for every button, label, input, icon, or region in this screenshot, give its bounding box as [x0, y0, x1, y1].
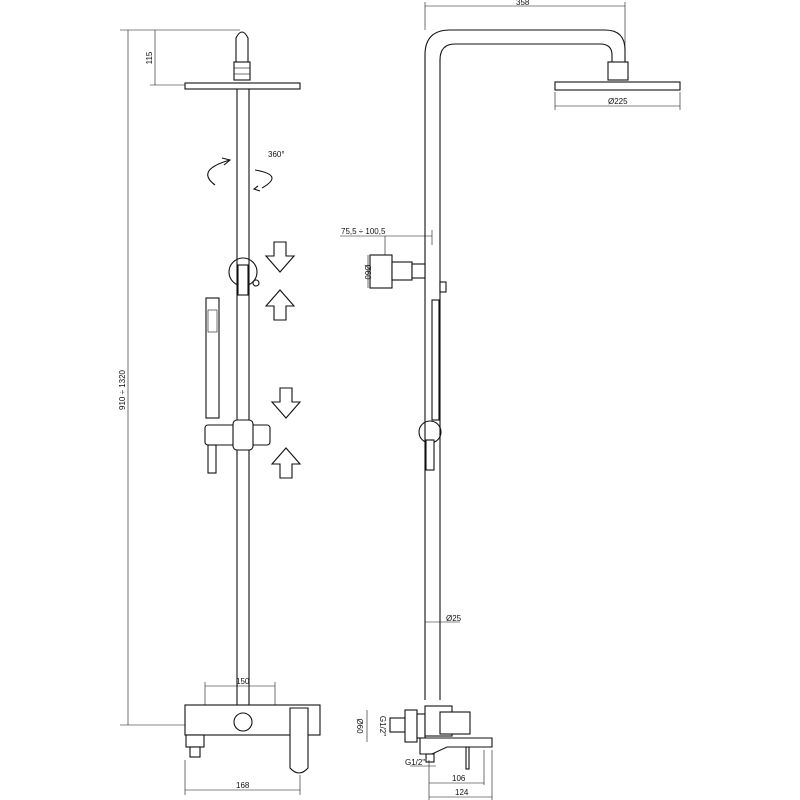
dim-spout-106: 106	[452, 774, 466, 783]
dim-arm-length: 358	[516, 0, 530, 7]
arrow-up-icon	[270, 447, 302, 479]
arrow-up-icon	[264, 289, 296, 321]
dim-mixer-flange: Ø60	[355, 718, 364, 734]
dim-bracket-diameter: Ø60	[363, 264, 372, 280]
thread-outlet: G1/2"	[405, 758, 425, 767]
dim-pipe-diameter: Ø25	[446, 614, 462, 623]
dim-mixer-width: 168	[236, 781, 250, 790]
arrow-down-icon	[270, 387, 302, 419]
rotate-arrow-icon	[207, 159, 231, 186]
dim-wall-offset: 75,5 ÷ 100,5	[341, 227, 386, 236]
front-view: 910 ÷ 1320 115 360°	[118, 29, 321, 795]
hand-shower	[205, 297, 220, 419]
dim-mixer-centers: 150	[236, 677, 250, 686]
dim-spout-124: 124	[455, 788, 469, 797]
thread-inlet: G1/2"	[378, 716, 387, 736]
shower-head	[184, 82, 301, 90]
dim-total-height: 910 ÷ 1320	[118, 369, 127, 410]
rotation-label: 360°	[268, 150, 285, 159]
shower-head	[554, 81, 681, 91]
side-view: 358 Ø225 75,5 ÷ 100,5 Ø60 Ø25 Ø60 G1/2"	[340, 0, 681, 800]
dim-head-diameter: Ø225	[608, 97, 628, 106]
dim-head-height: 115	[145, 51, 154, 64]
arrow-down-icon	[264, 241, 296, 273]
